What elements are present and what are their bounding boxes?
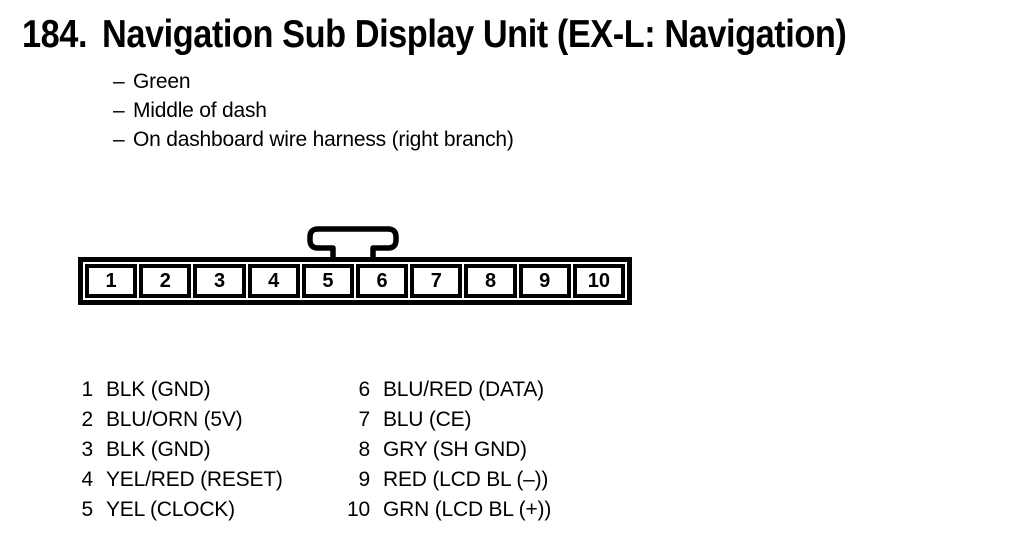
pin-label: BLU/ORN (5V) <box>106 408 243 431</box>
pin-label: YEL (CLOCK) <box>106 498 235 521</box>
pin-cell-3: 3 <box>193 264 246 298</box>
pin-cell-2: 2 <box>139 264 192 298</box>
pin-number: 4 <box>81 468 94 491</box>
pin-cell-4: 4 <box>247 264 300 298</box>
notes-list: –Green –Middle of dash –On dashboard wir… <box>113 67 514 154</box>
pin-label: RED (LCD BL (–)) <box>383 468 549 491</box>
pin-number: 2 <box>81 408 94 431</box>
pin-list-right: 6 BLU/RED (DATA) 7 BLU (CE) 8 GRY (SH GN… <box>337 375 551 525</box>
pin-cell-10: 10 <box>572 264 626 298</box>
pin-number: 8 <box>358 438 371 461</box>
pin-number: 1 <box>81 378 94 401</box>
pin-number: 10 <box>347 498 370 521</box>
note-text: Green <box>133 70 191 93</box>
pin-label: BLK (GND) <box>106 378 211 401</box>
item-title-text: Navigation Sub Display Unit (EX-L: Navig… <box>101 13 847 56</box>
dash-bullet: – <box>113 99 125 122</box>
pin-number: 5 <box>81 498 94 521</box>
pin-cell-1: 1 <box>85 264 138 298</box>
pin-label: YEL/RED (RESET) <box>106 468 283 491</box>
note-text: On dashboard wire harness (right branch) <box>133 128 514 151</box>
pin-cell-6: 6 <box>356 264 409 298</box>
pin-cell-5: 5 <box>301 264 355 298</box>
note-line: –Green <box>113 67 514 96</box>
pin-label: BLK (GND) <box>106 438 211 461</box>
pin-label: BLU (CE) <box>383 408 472 431</box>
page-title: 184. Navigation Sub Display Unit (EX-L: … <box>22 13 847 56</box>
pin-cell-8: 8 <box>464 264 517 298</box>
connector-diagram: 1 2 3 4 5 6 7 8 9 10 <box>78 257 632 305</box>
pin-number: 3 <box>81 438 94 461</box>
pin-label: GRY (SH GND) <box>383 438 527 461</box>
pin-label: BLU/RED (DATA) <box>383 378 544 401</box>
pin-number: 7 <box>358 408 371 431</box>
note-line: –Middle of dash <box>113 96 514 125</box>
pin-number: 6 <box>358 378 371 401</box>
note-text: Middle of dash <box>133 99 267 122</box>
pin-label: GRN (LCD BL (+)) <box>383 498 552 521</box>
item-number: 184. <box>22 13 88 56</box>
pin-list-left: 1 BLK (GND) 2 BLU/ORN (5V) 3 BLK (GND) 4… <box>60 375 283 525</box>
dash-bullet: – <box>113 128 125 151</box>
pin-cell-7: 7 <box>410 264 463 298</box>
pin-number: 9 <box>358 468 371 491</box>
pin-cell-9: 9 <box>518 264 571 298</box>
note-line: –On dashboard wire harness (right branch… <box>113 125 514 154</box>
dash-bullet: – <box>113 70 125 93</box>
